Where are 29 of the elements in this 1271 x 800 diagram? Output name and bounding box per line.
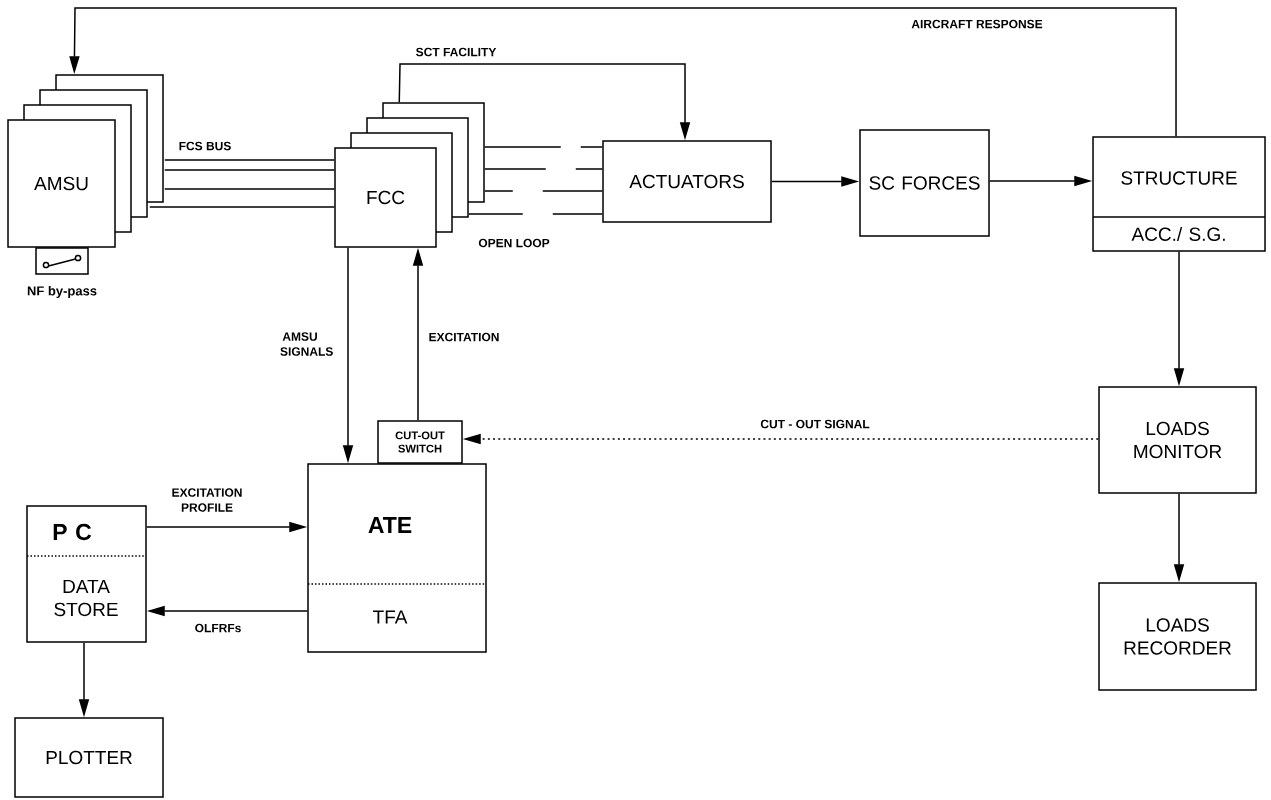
connector-line	[164, 169, 335, 171]
switch-box: CUT-OUT SWITCH	[377, 420, 463, 464]
process-box: STRUCTURE ACC./ S.G.	[1092, 136, 1266, 252]
connector-line	[468, 213, 603, 215]
connector-line	[149, 206, 335, 208]
edge-label: CUT - OUT SIGNAL	[758, 417, 872, 431]
connector-line	[484, 168, 603, 170]
process-box: ACTUATORS	[602, 140, 772, 223]
edge-label: SCT FACILITY	[413, 45, 499, 59]
process-box: LOADS RECORDER	[1098, 582, 1257, 691]
process-box: ATE TFA	[307, 463, 487, 653]
connector-line	[164, 188, 335, 190]
process-box: LOADS MONITOR	[1098, 386, 1257, 494]
edge-label: AMSU SIGNALS	[278, 330, 333, 358]
edge-label: AIRCRAFT RESPONSE	[909, 17, 1045, 31]
arrow	[69, 7, 1177, 137]
process-box: PLOTTER	[14, 717, 164, 798]
process-box: SC FORCES	[859, 129, 990, 237]
edge-label: EXCITATION	[426, 330, 502, 344]
stacked-unit-box: AMSU	[7, 74, 164, 248]
connector-line	[484, 190, 603, 192]
connector-line	[164, 159, 335, 161]
edge-label: EXCITATION PROFILE	[165, 486, 249, 514]
edge-label: FCS BUS	[176, 139, 234, 153]
connector-line	[484, 146, 603, 148]
node-caption: NF by-pass	[27, 285, 97, 299]
switch-symbol-box	[35, 247, 89, 275]
process-box: P C DATA STORE	[26, 505, 147, 643]
edge-label: OLFRFs	[192, 621, 244, 635]
